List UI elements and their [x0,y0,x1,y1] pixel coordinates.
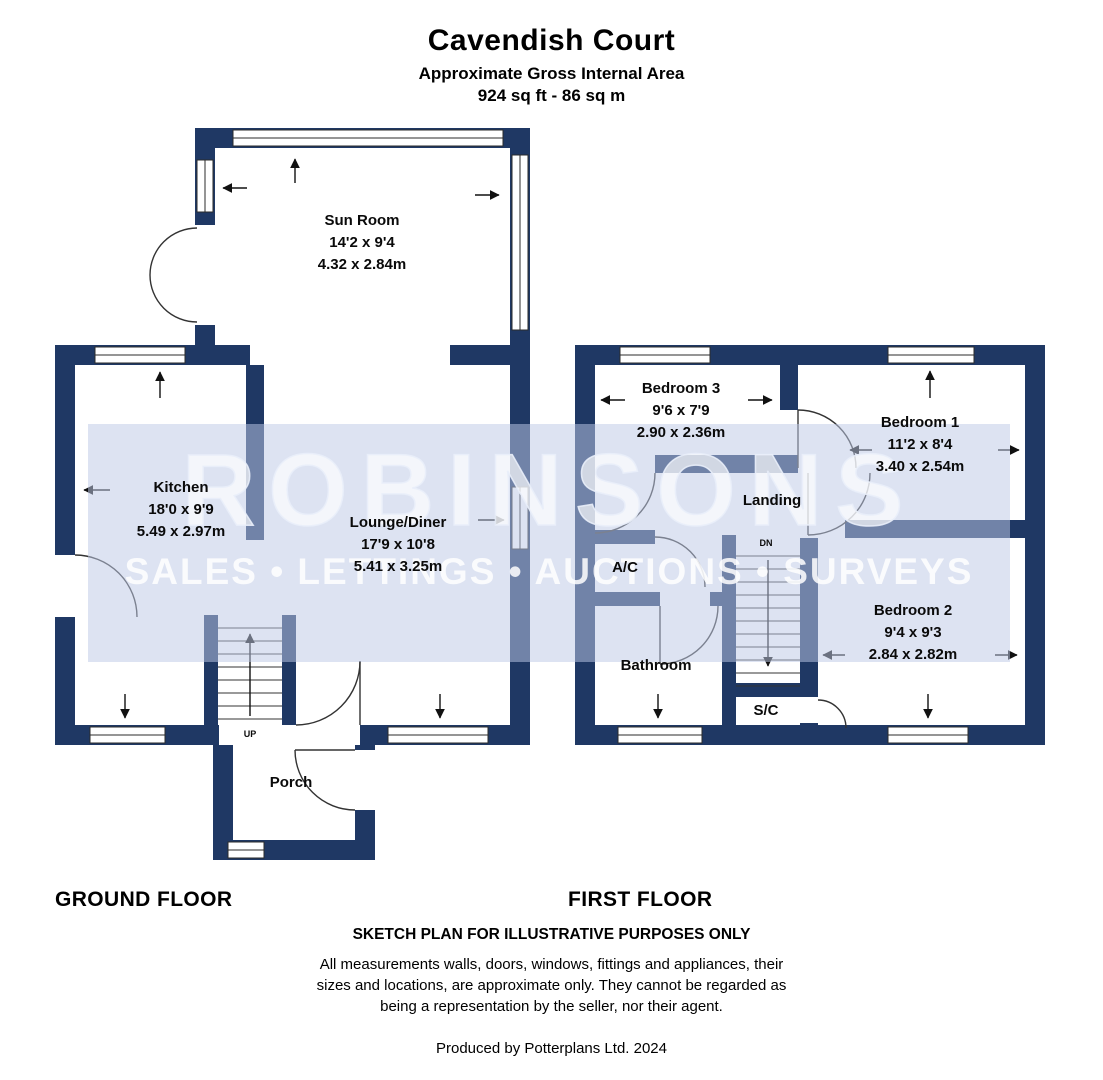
ground-floor-title: GROUND FLOOR [55,888,233,911]
room-size-imperial: 18'0 x 9'9 [148,501,214,518]
stairs-down-label: DN [759,538,773,548]
disclaimer-title: SKETCH PLAN FOR ILLUSTRATIVE PURPOSES ON… [352,926,751,943]
room-name: Bedroom 2 [873,602,953,619]
disclaimer-text: All measurements walls, doors, windows, … [0,954,1103,1017]
room-name: Landing [742,492,802,509]
stairs-up-label: UP [243,729,257,739]
room-name: S/C [753,702,779,719]
room-name: Porch [269,774,313,791]
room-size-metric: 2.90 x 2.36m [636,424,726,441]
room-label-bedroom-1: Bedroom 1 11'2 x 8'4 3.40 x 2.54m [820,412,1020,478]
room-size-metric: 3.40 x 2.54m [875,458,965,475]
page-title: Cavendish Court [427,24,676,57]
room-name: Bedroom 3 [641,380,721,397]
room-size-imperial: 14'2 x 9'4 [329,234,395,251]
room-size-metric: 5.49 x 2.97m [136,523,226,540]
room-name: Kitchen [153,479,209,496]
room-label-bedroom-2: Bedroom 2 9'4 x 9'3 2.84 x 2.82m [813,600,1013,666]
gross-internal-area: 924 sq ft - 86 sq m [477,86,626,105]
room-name: Bedroom 1 [880,414,960,431]
room-name: A/C [612,559,638,576]
stairs-up [218,627,282,720]
disclaimer-line: sizes and locations, are approximate onl… [316,977,787,994]
page-subtitle: Approximate Gross Internal Area [418,64,685,83]
room-label-storage-cupboard: S/C [731,700,801,722]
room-label-kitchen: Kitchen 18'0 x 9'9 5.49 x 2.97m [81,477,281,543]
room-label-airing-cupboard: A/C [595,557,655,579]
room-name: Sun Room [324,212,400,229]
stairs-down [736,555,800,687]
room-name: Lounge/Diner [349,514,447,531]
room-size-metric: 5.41 x 3.25m [353,558,443,575]
disclaimer-line: being a representation by the seller, no… [380,998,723,1015]
room-label-bedroom-3: Bedroom 3 9'6 x 7'9 2.90 x 2.36m [581,378,781,444]
room-label-landing: Landing [702,490,842,512]
room-size-metric: 2.84 x 2.82m [868,646,958,663]
room-size-imperial: 11'2 x 8'4 [887,436,953,453]
room-size-metric: 4.32 x 2.84m [317,256,407,273]
room-label-sun-room: Sun Room 14'2 x 9'4 4.32 x 2.84m [262,210,462,276]
producer-credit: Produced by Potterplans Ltd. 2024 [436,1040,667,1057]
disclaimer-line: All measurements walls, doors, windows, … [319,956,784,973]
room-size-imperial: 17'9 x 10'8 [361,536,435,553]
room-label-porch: Porch [241,772,341,794]
room-label-bathroom: Bathroom [586,655,726,677]
room-label-lounge-diner: Lounge/Diner 17'9 x 10'8 5.41 x 3.25m [298,512,498,578]
watermark-tagline: SALES • LETTINGS • AUCTIONS • SURVEYS [124,551,974,592]
room-size-imperial: 9'6 x 7'9 [652,402,710,419]
first-floor-title: FIRST FLOOR [568,888,713,911]
room-name: Bathroom [620,657,692,674]
room-size-imperial: 9'4 x 9'3 [884,624,942,641]
